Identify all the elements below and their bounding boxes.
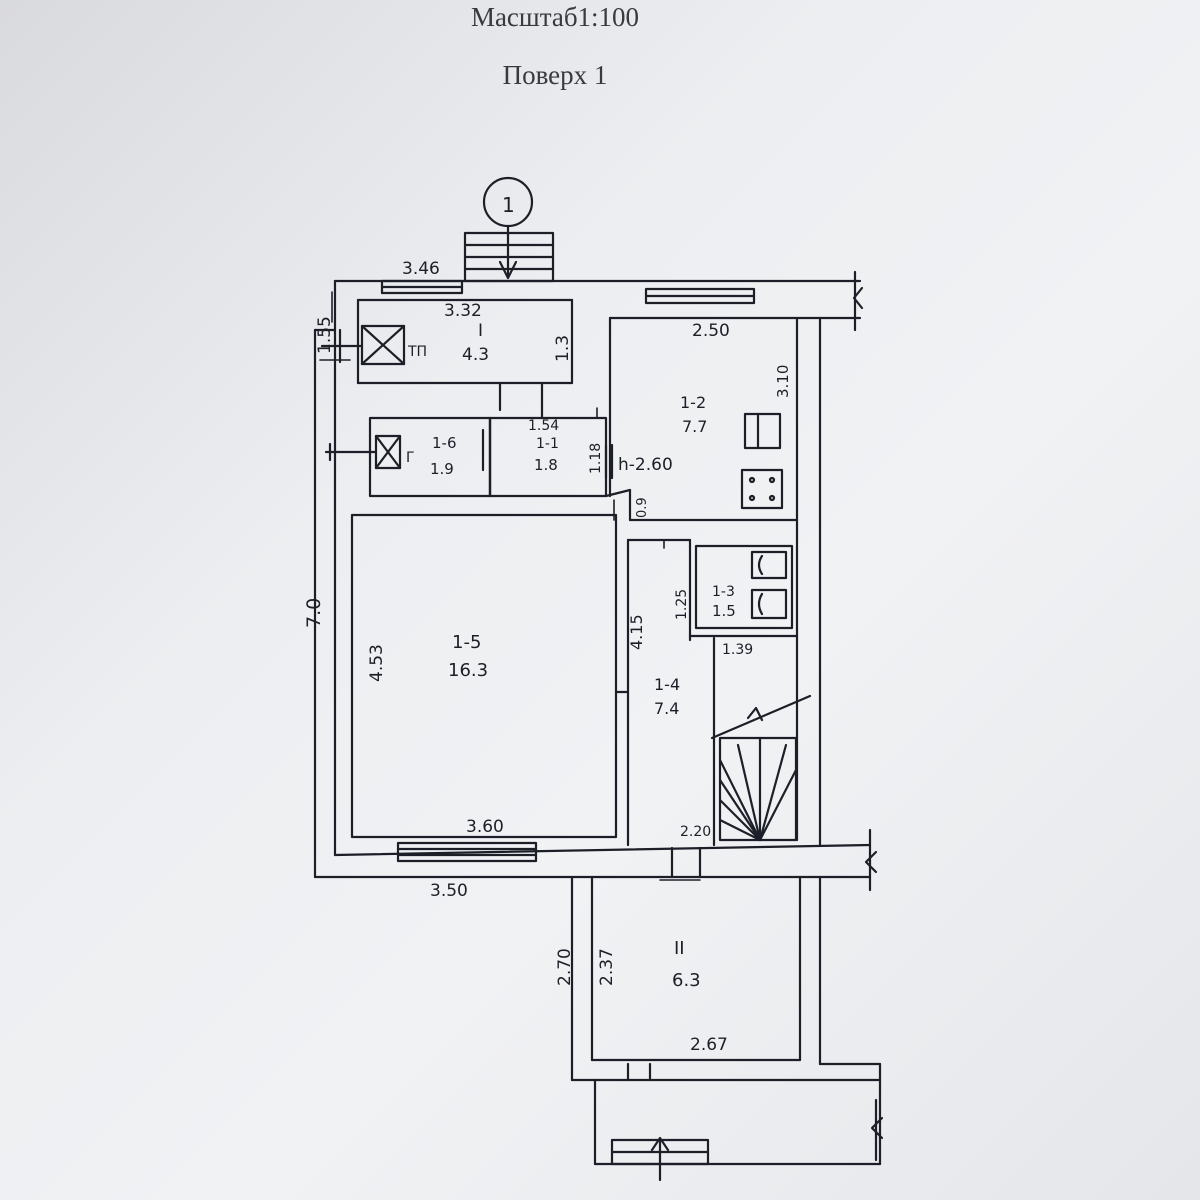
dim-1-39: 1.39 (722, 642, 753, 658)
room-1-2-walls (604, 316, 799, 522)
dim-1-18: 1.18 (588, 443, 604, 474)
window-top-left (380, 279, 464, 295)
floor-label: Поверх 1 (502, 60, 608, 90)
room-1-3-number: 1-3 (712, 584, 735, 600)
room-II-area: 6.3 (672, 970, 701, 991)
dim-7-0: 7.0 (303, 598, 325, 628)
bath-symbol (750, 550, 788, 620)
room-I-number: I (478, 321, 483, 341)
dim-4-15: 4.15 (627, 614, 646, 650)
tp-label: ТП (407, 344, 427, 360)
room-II-number: II (674, 938, 685, 959)
room-1-1-walls (488, 416, 614, 498)
room-1-4-walls (626, 538, 716, 847)
plan-labels: 3.46 3.32 1.55 1.3 1.54 1.18 2.50 3.10 0… (303, 193, 792, 1055)
dimension-ticks (319, 291, 701, 881)
dim-2-70: 2.70 (555, 948, 575, 986)
room-II-walls (570, 875, 882, 1166)
room-1-6-area: 1.9 (430, 460, 454, 478)
g-label: Г (406, 450, 415, 466)
window-top-right (644, 287, 756, 305)
dim-1-55: 1.55 (315, 316, 335, 354)
boiler-symbol (320, 324, 406, 366)
dim-2-67: 2.67 (690, 1035, 728, 1055)
dim-3-60: 3.60 (466, 817, 504, 837)
room-1-5-number: 1-5 (452, 632, 481, 653)
dim-1-54: 1.54 (528, 418, 559, 434)
room-1-5-walls (350, 513, 630, 839)
break-marks (852, 270, 884, 1162)
room-I-walls (356, 298, 574, 420)
dim-2-20: 2.20 (680, 824, 711, 840)
dim-2-50: 2.50 (692, 321, 730, 341)
room-1-6-walls (368, 416, 492, 498)
dim-2-37: 2.37 (597, 948, 617, 986)
door-openings (626, 846, 702, 1082)
dim-3-50: 3.50 (430, 881, 468, 901)
staircase (710, 694, 812, 842)
dim-3-10: 3.10 (774, 365, 792, 398)
scale-label: Масштаб1:100 (470, 2, 640, 32)
dim-4-53: 4.53 (367, 644, 387, 682)
room-1-5-area: 16.3 (448, 660, 488, 681)
marker-number: 1 (502, 193, 515, 217)
dim-1-25: 1.25 (674, 589, 690, 620)
room-1-4-area: 7.4 (654, 699, 679, 718)
stove-symbol (740, 468, 784, 510)
dim-3-46: 3.46 (402, 259, 440, 279)
room-I-area: 4.3 (462, 345, 489, 365)
dim-3-32: 3.32 (444, 301, 482, 321)
room-1-3-walls (688, 544, 799, 638)
sink-symbol (743, 412, 782, 450)
section-marker (482, 176, 534, 280)
bottom-entrance-steps (610, 1136, 710, 1182)
room-1-3-area: 1.5 (712, 602, 736, 620)
room-1-1-area: 1.8 (534, 456, 558, 474)
room-1-2-number: 1-2 (680, 393, 706, 412)
gas-meter-symbol (324, 434, 402, 470)
room-1-6-number: 1-6 (432, 434, 457, 452)
dim-1-3: 1.3 (553, 335, 573, 362)
ceiling-height: h-2.60 (618, 455, 673, 475)
dim-0-9: 0.9 (635, 497, 650, 518)
window-bottom (396, 841, 538, 863)
room-1-4-number: 1-4 (654, 675, 680, 694)
room-1-2-area: 7.7 (682, 417, 707, 436)
room-1-1-number: 1-1 (536, 436, 559, 452)
